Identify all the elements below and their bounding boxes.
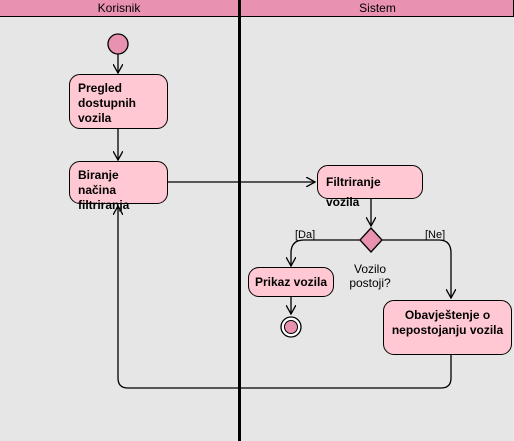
- lane-divider: [238, 0, 241, 441]
- final-node-inner: [284, 320, 298, 334]
- action-pregled: Pregled dostupnih vozila: [69, 74, 168, 129]
- flow-decision-yes: [291, 239, 360, 266]
- flow-loop-back: [118, 206, 452, 389]
- guard-yes-label: [Da]: [295, 229, 316, 241]
- action-obavjestenje: Obavještenje o nepostojanju vozila: [383, 300, 512, 355]
- lane-title-korisnik: Korisnik: [97, 1, 141, 15]
- action-filtriranje: Filtriranje vozila: [317, 165, 423, 209]
- action-obavjestenje-label: Obavještenje o nepostojanju vozila: [391, 308, 504, 337]
- action-prikaz: Prikaz vozila: [248, 267, 334, 297]
- lane-header-korisnik: Korisnik: [0, 0, 238, 17]
- decision-question-label: Vozilo postoji?: [349, 262, 391, 290]
- lane-header-sistem: Sistem: [241, 0, 514, 17]
- lane-title-sistem: Sistem: [359, 1, 396, 15]
- guard-no-label: [Ne]: [425, 229, 446, 241]
- action-pregled-label: Pregled dostupnih vozila: [78, 81, 136, 125]
- action-biranje: Biranje načina filtriranja: [69, 161, 168, 212]
- initial-node: [107, 33, 129, 55]
- action-prikaz-label: Prikaz vozila: [254, 275, 328, 289]
- action-filtriranje-label: Filtriranje vozila: [326, 175, 381, 209]
- action-biranje-label: Biranje načina filtriranja: [78, 168, 130, 212]
- flow-decision-no: [382, 239, 451, 298]
- decision-diamond: [359, 227, 383, 253]
